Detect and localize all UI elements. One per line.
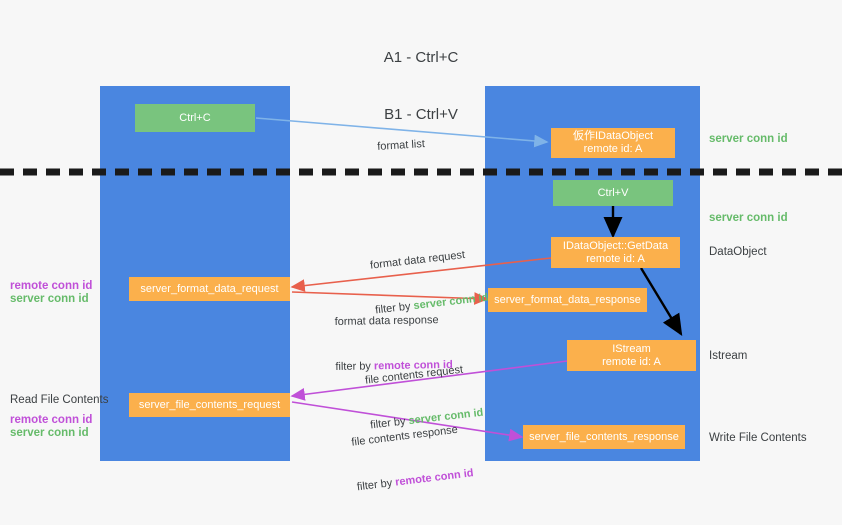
diagram-canvas: A1 - Ctrl+C B1 - Ctrl+V A1 remote B1 con… [0, 49, 842, 493]
flow-format-list-line1: format list [376, 138, 426, 153]
node-ctrl-v-label: Ctrl+V [597, 186, 629, 199]
node-istream[interactable]: IStream remote id: A [567, 340, 696, 371]
flow-fcres-prefix: filter by [356, 476, 396, 494]
node-server-file-contents-response-label: server_file_contents_response [529, 430, 679, 443]
node-idataobject-line2: remote id: A [583, 143, 643, 155]
label-istream: Istream [709, 350, 748, 362]
node-server-format-data-response[interactable]: server_format_data_response [488, 288, 647, 312]
flow-fcreq-line1: file contents request [364, 363, 464, 387]
label-read-file-contents: Read File Contents [10, 394, 109, 406]
node-server-file-contents-request[interactable]: server_file_contents_request [129, 393, 290, 417]
node-ctrl-c-label: Ctrl+C [179, 111, 211, 124]
label-remote-conn-id-2: remote conn id [10, 414, 93, 426]
node-server-file-contents-request-label: server_file_contents_request [138, 398, 281, 411]
node-server-file-contents-response[interactable]: server_file_contents_response [523, 425, 685, 449]
label-server-conn-id-2: server conn id [10, 427, 89, 439]
node-server-format-data-response-label: server_format_data_response [494, 293, 641, 306]
node-idataobject-getdata[interactable]: IDataObject::GetData remote id: A [551, 237, 680, 268]
flow-fcres-accent: remote conn id [394, 467, 475, 489]
node-istream-line2: remote id: A [602, 355, 661, 368]
label-server-conn-id-top: server conn id [709, 133, 788, 145]
label-server-conn-id-1: server conn id [10, 293, 89, 305]
label-write-file-contents: Write File Contents [709, 432, 807, 444]
node-server-format-data-request[interactable]: server_format_data_request [129, 277, 290, 301]
node-server-format-data-request-label: server_format_data_request [140, 282, 279, 295]
label-remote-conn-id-1: remote conn id [10, 280, 93, 292]
flow-fdreq-line1: format data request [369, 249, 466, 272]
node-idataobject[interactable]: 仮作IDataObject remote id: A [551, 128, 675, 158]
node-ctrl-c[interactable]: Ctrl+C [135, 104, 255, 132]
flow-label-format-list: format list [375, 107, 427, 185]
node-idataobject-line1: 仮作IDataObject [572, 130, 654, 142]
title-line-1: A1 - Ctrl+C [383, 49, 459, 66]
node-ctrl-v[interactable]: Ctrl+V [553, 180, 673, 206]
node-getdata-line2: remote id: A [586, 252, 645, 265]
flow-fcres-line2: filter by remote conn id [356, 466, 474, 495]
flow-fcres-line1: file contents response [350, 423, 459, 449]
node-istream-line1: IStream [612, 342, 651, 355]
label-dataobject: DataObject [709, 246, 767, 258]
flow-label-file-contents-response: file contents response filter by remote … [347, 392, 478, 525]
node-getdata-line1: IDataObject::GetData [562, 239, 669, 252]
label-server-conn-id-mid: server conn id [709, 212, 788, 224]
flow-fdres-line1: format data response [334, 314, 439, 328]
